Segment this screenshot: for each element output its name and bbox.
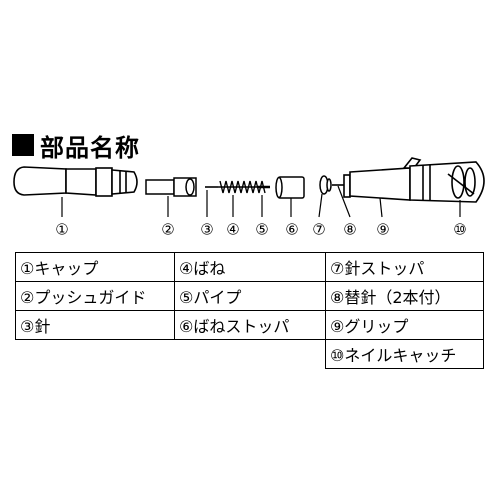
heading-title: 部品名称 xyxy=(40,133,140,162)
callout-2: ② xyxy=(161,221,174,239)
spring-stopper-part xyxy=(275,176,305,199)
nail-catch-part xyxy=(409,161,485,203)
callout-3: ③ xyxy=(200,221,213,239)
table-cell: ②プッシュガイド xyxy=(15,281,175,311)
table-cell: ⑥ばねストッパ xyxy=(174,310,326,340)
cap-part xyxy=(13,166,138,197)
callout-8: ⑧ xyxy=(343,221,356,239)
table-cell: ⑧替針（2本付） xyxy=(325,281,484,311)
callout-5: ⑤ xyxy=(255,221,268,239)
table-cell: ⑩ネイルキャッチ xyxy=(325,339,484,369)
table-cell: ①キャップ xyxy=(15,252,175,282)
section-heading: 部品名称 xyxy=(12,128,140,162)
table-row: ⑩ネイルキャッチ xyxy=(16,339,484,369)
callout-6: ⑥ xyxy=(285,221,298,239)
callout-9: ⑨ xyxy=(376,221,389,239)
table-cell: ④ばね xyxy=(174,252,326,282)
table-row: ③針 ⑥ばねストッパ ⑨グリップ xyxy=(15,310,484,340)
table-row: ②プッシュガイド ⑤パイプ ⑧替針（2本付） xyxy=(15,281,484,311)
parts-diagram: ① ② ③ ④ ⑤ ⑥ ⑦ ⑧ ⑨ ⑩ xyxy=(13,157,485,239)
callout-10: ⑩ xyxy=(453,221,466,239)
table-cell: ⑨グリップ xyxy=(325,310,484,340)
grip-part xyxy=(343,157,422,201)
heading-square-icon xyxy=(12,134,34,156)
table-cell-empty xyxy=(175,340,326,369)
push-guide-part xyxy=(145,177,197,197)
table-cell: ⑤パイプ xyxy=(174,281,326,311)
table-cell-empty xyxy=(16,340,175,369)
needle-stopper-part xyxy=(319,175,332,195)
callout-7: ⑦ xyxy=(312,221,325,239)
callout-4: ④ xyxy=(226,221,239,239)
table-cell: ③針 xyxy=(15,310,175,340)
table-cell: ⑦針ストッパ xyxy=(325,252,484,282)
callout-1: ① xyxy=(55,221,68,239)
parts-table: ①キャップ ④ばね ⑦針ストッパ ②プッシュガイド ⑤パイプ ⑧替針（2本付） … xyxy=(15,252,484,369)
table-row: ①キャップ ④ばね ⑦針ストッパ xyxy=(15,252,484,282)
